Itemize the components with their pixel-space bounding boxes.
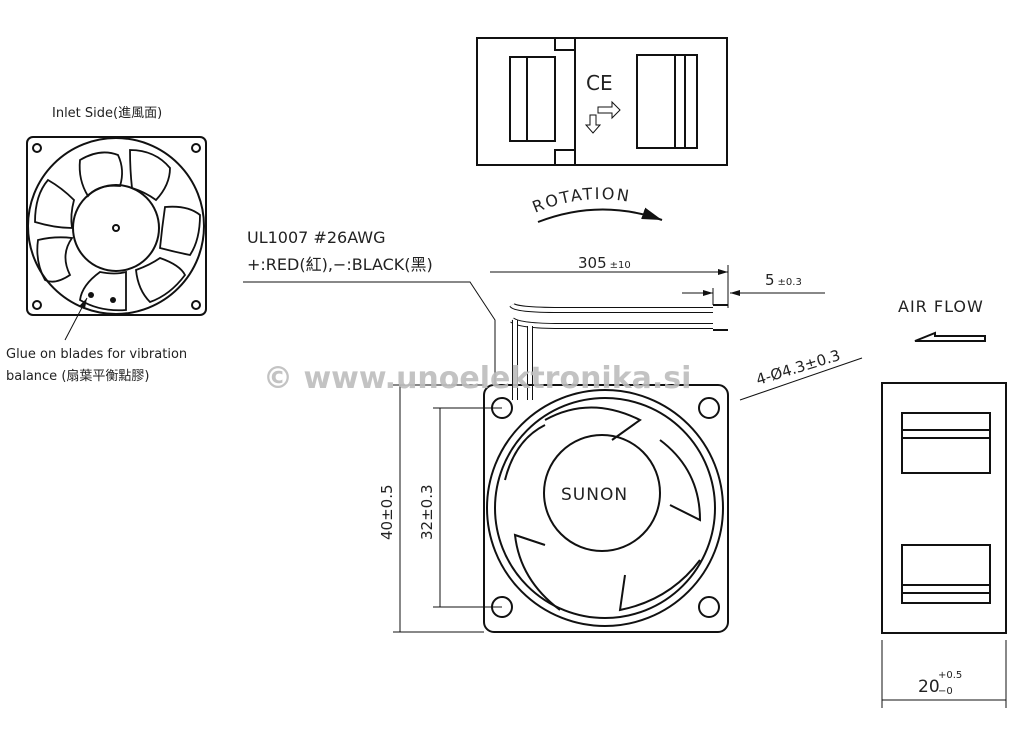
ce-mark: CE: [586, 71, 613, 95]
hole-pitch-dimension: 32±0.3: [418, 484, 436, 540]
inlet-title: Inlet Side(進風面): [52, 106, 162, 121]
inlet-side-view: Inlet Side(進風面) Glue on blades for vibra…: [6, 106, 207, 384]
brand-logo: SUNON: [561, 485, 628, 505]
depth-tol-plus: +0.5: [938, 670, 962, 681]
top-view: CE: [476, 37, 728, 166]
watermark: © www.unoelektronika.si: [263, 361, 691, 396]
glue-note-line2: balance (扇葉平衡點膠): [6, 368, 149, 384]
front-view: SUNON 4-Ø4.3±0.3 40±0.5 32±0.3: [378, 346, 863, 633]
arrow-right-icon: [597, 100, 621, 120]
hole-spec: 4-Ø4.3±0.3: [754, 346, 843, 389]
airflow-arrow-icon: [914, 331, 986, 342]
rotation-indicator: ROTATION: [530, 184, 663, 223]
wire-spec-text: UL1007 #26AWG: [247, 228, 385, 247]
depth-dimension: 20: [918, 677, 940, 697]
strip-length: 5±0.3: [765, 271, 802, 289]
side-view: AIR FLOW 20 +0.5 −0: [881, 297, 1007, 708]
wire-polarity: +:RED(紅),−:BLACK(黑): [247, 255, 433, 274]
airflow-label: AIR FLOW: [898, 297, 984, 316]
wire-spec: UL1007 #26AWG +:RED(紅),−:BLACK(黑) 305±10…: [243, 228, 825, 400]
arrow-down-icon: [584, 114, 602, 134]
outer-dimension: 40±0.5: [378, 484, 396, 540]
glue-note-line1: Glue on blades for vibration: [6, 347, 187, 362]
depth-tol-minus: −0: [938, 686, 953, 697]
wire-length: 305±10: [578, 254, 631, 272]
